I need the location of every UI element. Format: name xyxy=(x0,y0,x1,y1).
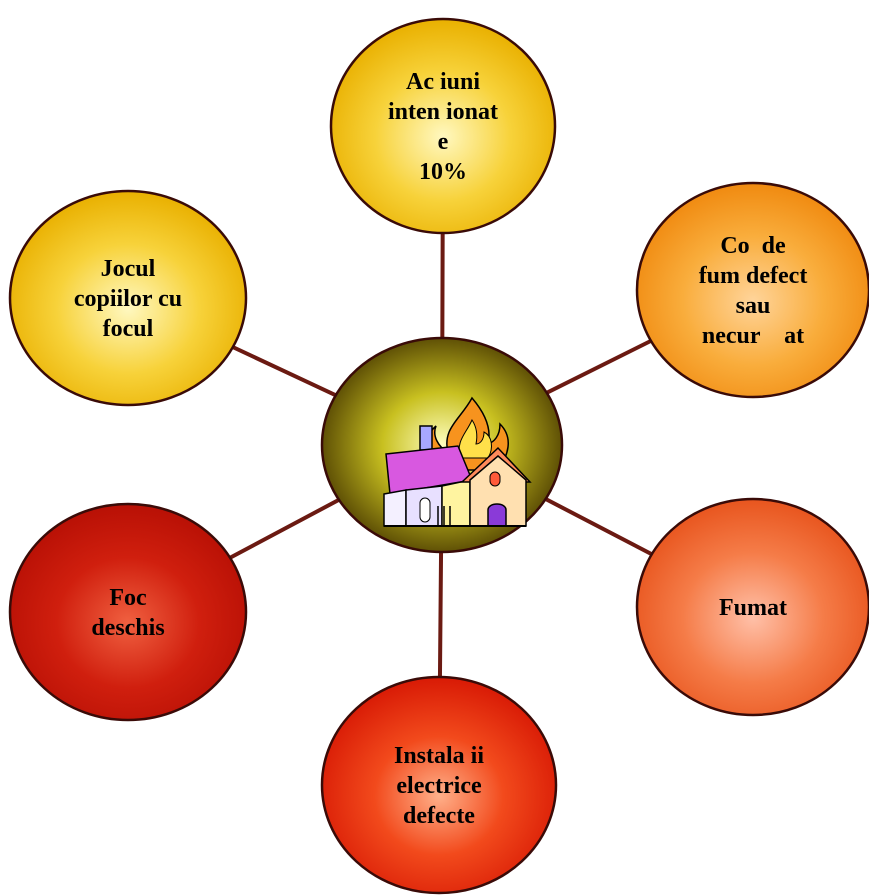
node-label-line: necur at xyxy=(702,323,804,349)
node-label-line: Foc xyxy=(109,585,147,611)
node-circle-chimney-defect xyxy=(635,181,869,399)
node-label-line: inten ionat xyxy=(388,99,498,125)
node-label-line: deschis xyxy=(91,615,164,641)
node-children-playing: Jocul copiilor cu focul xyxy=(8,189,248,407)
node-label-line: Ac iuni xyxy=(406,69,480,95)
node-label-line: Jocul xyxy=(101,256,156,282)
node-label-line: focul xyxy=(103,316,154,342)
node-label-line: Instala ii xyxy=(394,743,484,769)
node-circle-children-playing xyxy=(8,189,248,407)
node-open-fire: Foc deschis xyxy=(8,502,248,722)
node-label-line: copiilor cu xyxy=(74,286,182,312)
node-intentional-actions: Ac iuni inten ionat e 10% xyxy=(329,17,557,235)
node-label-line: defecte xyxy=(403,803,475,829)
center-node xyxy=(320,336,564,554)
node-circle-intentional-actions xyxy=(329,17,557,235)
node-label-line: Co de xyxy=(720,233,786,259)
node-smoking: Fumat xyxy=(635,497,869,717)
burning-house-icon xyxy=(383,396,532,527)
node-circle-electrical-installations xyxy=(320,675,558,895)
node-label-line: Fumat xyxy=(719,595,787,621)
node-label-line: fum defect xyxy=(699,263,808,289)
node-label-line: sau xyxy=(736,293,771,319)
cause-nodes: Ac iuni inten ionat e 10% Co de fum defect sau… xyxy=(8,17,869,895)
node-electrical-installations: Instala ii electrice defecte xyxy=(320,675,558,895)
node-label-line: e xyxy=(438,129,449,155)
node-chimney-defect: Co de fum defect sau necur at xyxy=(635,181,869,399)
node-circle-smoking xyxy=(635,497,869,717)
node-label-line: electrice xyxy=(396,773,482,799)
node-circle-open-fire xyxy=(8,502,248,722)
node-label-line: 10% xyxy=(419,159,467,185)
